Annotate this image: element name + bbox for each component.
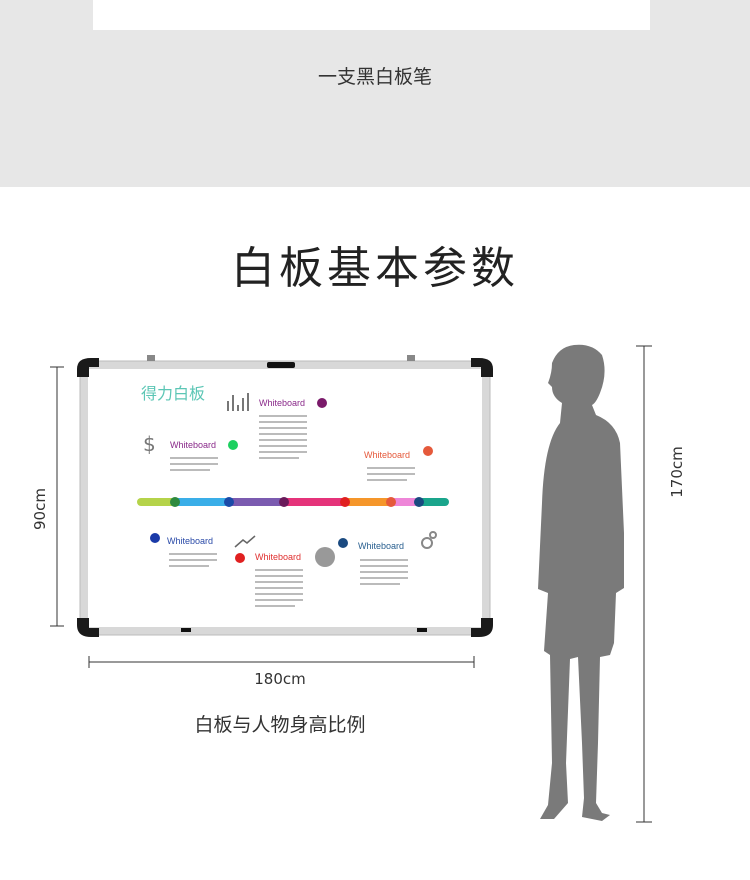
width-dimension-line (88, 656, 475, 668)
board-label: Whiteboard (255, 552, 301, 562)
person-silhouette (538, 344, 624, 821)
board-brand: 得力白板 (141, 384, 205, 403)
board-label: Whiteboard (364, 450, 410, 460)
board-label: Whiteboard (170, 440, 216, 450)
person-height-line (636, 345, 652, 823)
width-label: 180cm (254, 670, 306, 688)
whiteboard-image: 得力白板 $ Whiteboard Whiteboard Whiteboard … (77, 355, 493, 637)
corner-cap (77, 618, 99, 637)
comparison-caption: 白板与人物身高比例 (194, 714, 366, 736)
svg-text:$: $ (143, 432, 156, 456)
height-dimension-line (50, 366, 64, 627)
board-label: Whiteboard (358, 541, 404, 551)
height-label: 90cm (31, 488, 49, 530)
corner-cap (471, 358, 493, 377)
board-label: Whiteboard (167, 536, 213, 546)
pen-tray (267, 362, 295, 368)
section-title: 白板基本参数 (231, 243, 519, 294)
corner-cap (471, 618, 493, 637)
top-image-area (93, 0, 650, 30)
pen-caption: 一支黑白板笔 (317, 66, 432, 88)
corner-cap (77, 358, 99, 377)
top-band (0, 0, 750, 187)
board-label: Whiteboard (259, 398, 305, 408)
person-height-label: 170cm (668, 446, 686, 498)
